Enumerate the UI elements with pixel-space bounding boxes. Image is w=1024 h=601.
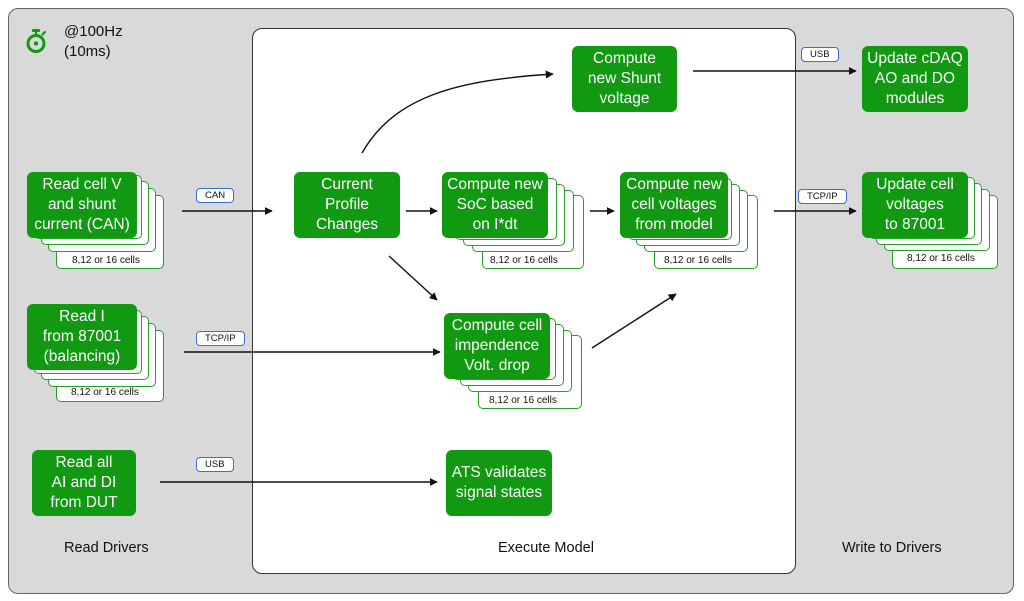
tag-tcpip-read: TCP/IP [196, 331, 245, 346]
arrow-current-profile-to-shunt [361, 70, 554, 154]
cell-count-compute-cell-v: 8,12 or 16 cells [664, 255, 732, 266]
tag-usb-read: USB [196, 457, 234, 472]
tag-tcpip-write: TCP/IP [798, 189, 847, 204]
node-read-i: Read I from 87001 (balancing) [27, 304, 137, 370]
node-update-cdaq: Update cDAQ AO and DO modules [862, 46, 968, 112]
node-current-profile: Current Profile Changes [294, 172, 400, 238]
cell-count-update-cell-v: 8,12 or 16 cells [907, 253, 975, 264]
node-compute-shunt: Compute new Shunt voltage [572, 46, 677, 112]
node-update-cell-voltages: Update cell voltages to 87001 [862, 172, 968, 238]
section-execute-model: Execute Model [498, 540, 594, 556]
arrow-impedance-to-cell-voltages [591, 293, 677, 349]
tag-usb-write: USB [801, 47, 839, 62]
tag-can: CAN [196, 188, 235, 203]
node-compute-impedance: Compute cell impendence Volt. drop [444, 313, 550, 379]
node-ats-validates: ATS validates signal states [446, 450, 552, 516]
cell-count-compute-soc: 8,12 or 16 cells [490, 255, 558, 266]
node-read-ai-di: Read all AI and DI from DUT [32, 450, 136, 516]
cell-count-compute-impedance: 8,12 or 16 cells [489, 395, 557, 406]
node-read-cell-v: Read cell V and shunt current (CAN) [27, 172, 137, 238]
cell-count-read-i: 8,12 or 16 cells [71, 387, 139, 398]
stopwatch-icon [26, 29, 47, 53]
cell-count-read-cell-v: 8,12 or 16 cells [72, 255, 140, 266]
node-compute-cell-voltages: Compute new cell voltages from model [620, 172, 728, 238]
node-compute-soc: Compute new SoC based on I*dt [442, 172, 548, 238]
section-read-drivers: Read Drivers [64, 540, 149, 556]
section-write-to-drivers: Write to Drivers [842, 540, 942, 556]
arrow-current-profile-to-impedance [388, 255, 438, 301]
timer-label: @100Hz (10ms) [64, 23, 123, 60]
